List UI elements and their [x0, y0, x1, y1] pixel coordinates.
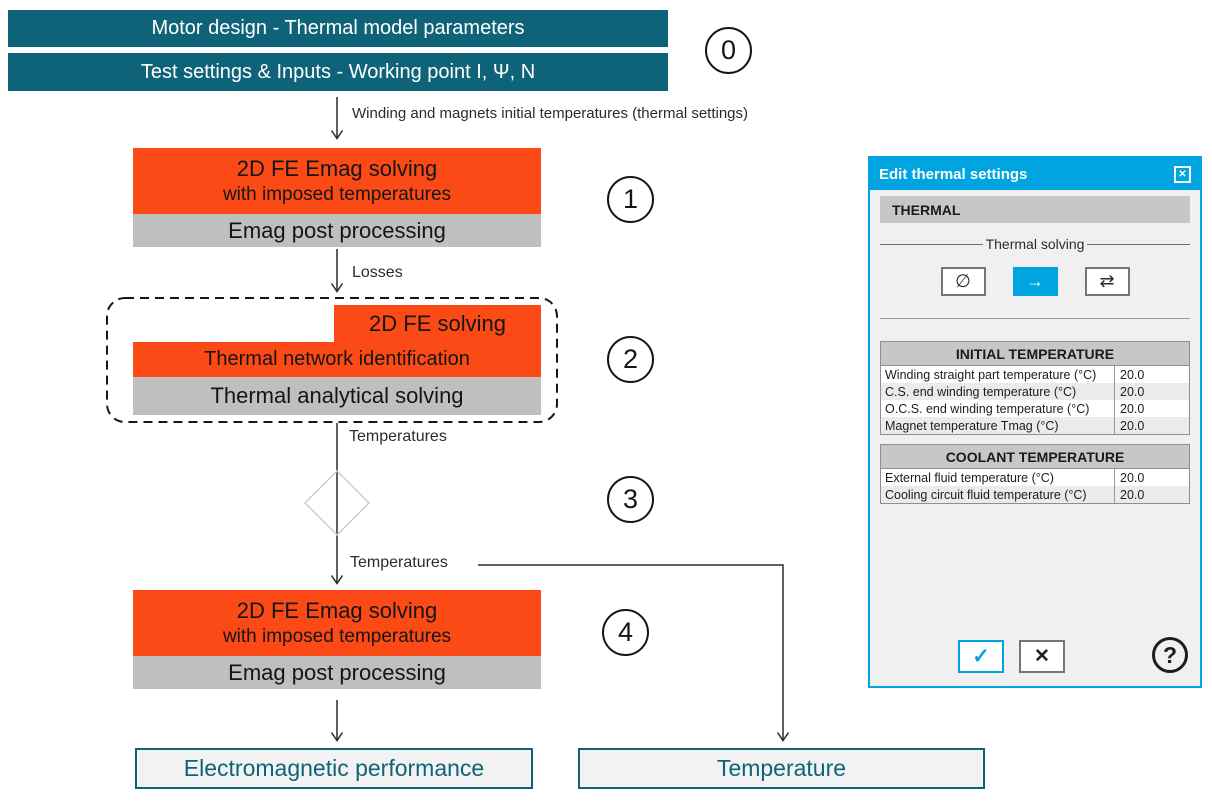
table-row: External fluid temperature (°C) 20.0: [881, 469, 1189, 486]
banner-motor-design: Motor design - Thermal model parameters: [8, 10, 668, 47]
help-button[interactable]: ?: [1152, 637, 1188, 673]
row-label: Magnet temperature Tmag (°C): [885, 418, 1059, 433]
initial-temperature-table: INITIAL TEMPERATURE Winding straight par…: [880, 341, 1190, 435]
stage2-analytical-solving-box: Thermal analytical solving: [133, 377, 541, 415]
arrowhead-1: [330, 130, 344, 140]
thermal-solving-group-label: Thermal solving: [880, 236, 1191, 252]
ok-button[interactable]: ✓: [958, 640, 1004, 673]
edit-thermal-settings-dialog: Edit thermal settings ✕ THERMAL Thermal …: [868, 156, 1202, 688]
stage1-line1: 2D FE Emag solving: [236, 156, 438, 182]
step-circle-3: 3: [607, 476, 654, 523]
table-row: Cooling circuit fluid temperature (°C) 2…: [881, 486, 1189, 503]
row-label: C.S. end winding temperature (°C): [885, 384, 1077, 399]
x-icon: ✕: [1034, 646, 1050, 667]
banner-test-settings: Test settings & Inputs - Working point I…: [8, 53, 668, 91]
step-circle-0: 0: [705, 27, 752, 74]
arrowhead-4: [330, 732, 344, 742]
checkmark-icon: ✓: [972, 645, 990, 668]
row-value-field[interactable]: 20.0: [1114, 486, 1189, 503]
row-label: Cooling circuit fluid temperature (°C): [885, 487, 1087, 502]
two-way-arrows-icon: ⇄: [1099, 271, 1115, 291]
table-row: O.C.S. end winding temperature (°C) 20.0: [881, 400, 1189, 417]
output-temperature: Temperature: [578, 748, 985, 789]
right-arrow-icon: →: [1026, 271, 1044, 291]
label-temperatures-1: Temperatures: [349, 428, 447, 445]
output-electromagnetic-performance: Electromagnetic performance: [135, 748, 533, 789]
dialog-title-bar[interactable]: Edit thermal settings ✕: [870, 158, 1200, 190]
row-value-field[interactable]: 20.0: [1114, 400, 1189, 417]
row-value-field[interactable]: 20.0: [1114, 417, 1189, 434]
arrowhead-3: [330, 575, 344, 585]
row-value-field[interactable]: 20.0: [1114, 366, 1189, 383]
iterative-solving-button[interactable]: ⇄: [1084, 267, 1130, 296]
decision-diamond: [303, 469, 371, 537]
separator-line: [880, 318, 1190, 319]
row-label: O.C.S. end winding temperature (°C): [885, 401, 1090, 416]
stage4-line1: 2D FE Emag solving: [236, 598, 438, 624]
stage1-emag-solving-box: 2D FE Emag solving with imposed temperat…: [133, 148, 541, 214]
row-value-field[interactable]: 20.0: [1114, 383, 1189, 400]
stage2-fe-solving-box: 2D FE solving: [334, 305, 541, 342]
table-row: C.S. end winding temperature (°C) 20.0: [881, 383, 1189, 400]
coolant-temperature-header: COOLANT TEMPERATURE: [881, 445, 1189, 469]
coolant-temperature-table: COOLANT TEMPERATURE External fluid tempe…: [880, 444, 1190, 504]
thermal-section-header: THERMAL: [880, 196, 1190, 223]
group-line-left: [880, 243, 983, 245]
step-circle-4: 4: [602, 609, 649, 656]
group-line-right: [1087, 243, 1191, 245]
step-circle-1: 1: [607, 176, 654, 223]
group-label-text: Thermal solving: [985, 236, 1085, 252]
question-mark-icon: ?: [1162, 641, 1178, 668]
arrowhead-temperature: [776, 732, 790, 742]
label-initial-temperatures: Winding and magnets initial temperatures…: [352, 105, 749, 122]
cancel-button[interactable]: ✕: [1019, 640, 1065, 673]
close-icon[interactable]: ✕: [1174, 165, 1191, 183]
arrowhead-2: [330, 283, 344, 293]
empty-set-icon: ∅: [955, 271, 971, 291]
row-label: External fluid temperature (°C): [885, 470, 1054, 485]
stage4-emag-solving-box: 2D FE Emag solving with imposed temperat…: [133, 590, 541, 656]
stage1-post-processing-box: Emag post processing: [133, 214, 541, 247]
no-solving-button[interactable]: ∅: [940, 267, 986, 296]
label-temperatures-2: Temperatures: [350, 554, 448, 571]
dialog-title: Edit thermal settings: [879, 165, 1028, 183]
step-circle-2: 2: [607, 336, 654, 383]
stage2-network-identification-box: Thermal network identification: [133, 342, 541, 377]
one-way-solving-button[interactable]: →: [1012, 267, 1058, 296]
stage1-line2: with imposed temperatures: [222, 183, 452, 205]
stage4-line2: with imposed temperatures: [222, 625, 452, 647]
label-losses: Losses: [352, 264, 403, 281]
table-row: Winding straight part temperature (°C) 2…: [881, 366, 1189, 383]
initial-temperature-header: INITIAL TEMPERATURE: [881, 342, 1189, 366]
row-label: Winding straight part temperature (°C): [885, 367, 1097, 382]
thermal-solving-buttons: ∅ → ⇄: [870, 267, 1200, 296]
row-value-field[interactable]: 20.0: [1114, 469, 1189, 486]
stage4-post-processing-box: Emag post processing: [133, 656, 541, 689]
table-row: Magnet temperature Tmag (°C) 20.0: [881, 417, 1189, 434]
